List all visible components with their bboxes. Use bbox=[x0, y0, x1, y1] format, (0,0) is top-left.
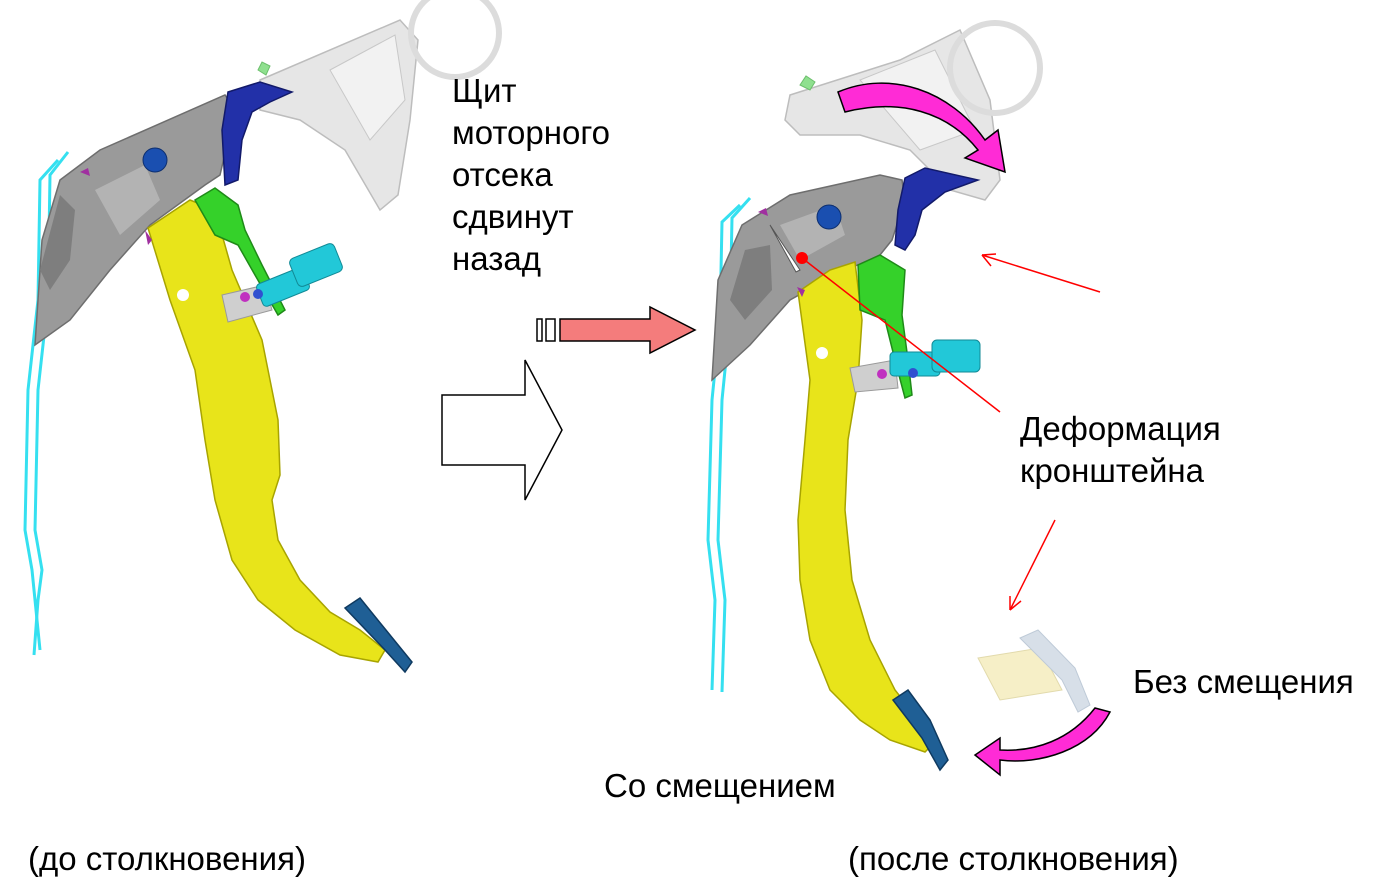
ghost-pad-no-displacement bbox=[978, 630, 1090, 712]
switch-after bbox=[850, 340, 980, 392]
assembly-before bbox=[25, 0, 499, 672]
pedal-arm-before bbox=[148, 200, 385, 662]
firewall-label-line-5: назад bbox=[452, 238, 610, 280]
deformation-label-line-1: Деформация bbox=[1020, 408, 1221, 450]
assembly-after bbox=[708, 23, 1110, 775]
bracket-deformation-label: Деформация кронштейна bbox=[1020, 408, 1221, 492]
deformation-label-line-2: кронштейна bbox=[1020, 450, 1221, 492]
magenta-curved-arrow-icon bbox=[975, 708, 1110, 775]
with-displacement-label: Со смещением bbox=[604, 765, 836, 807]
before-collision-caption: (до столкновения) bbox=[28, 838, 306, 880]
blue-hinge-before bbox=[222, 82, 292, 185]
pedal-arm-after bbox=[798, 262, 935, 752]
after-collision-caption: (после столкновения) bbox=[848, 838, 1179, 880]
firewall-label-line-3: отсека bbox=[452, 154, 610, 196]
deformation-point-marker bbox=[796, 252, 808, 264]
hollow-right-arrow-icon bbox=[442, 360, 562, 500]
salmon-right-arrow-icon bbox=[537, 307, 695, 353]
blue-hinge-after bbox=[895, 168, 978, 250]
firewall-moved-label: Щит моторного отсека сдвинут назад bbox=[452, 70, 610, 280]
no-displacement-label: Без смещения bbox=[1133, 661, 1354, 703]
firewall-label-line-1: Щит bbox=[452, 70, 610, 112]
firewall-label-line-2: моторного bbox=[452, 112, 610, 154]
firewall-label-line-4: сдвинут bbox=[452, 196, 610, 238]
